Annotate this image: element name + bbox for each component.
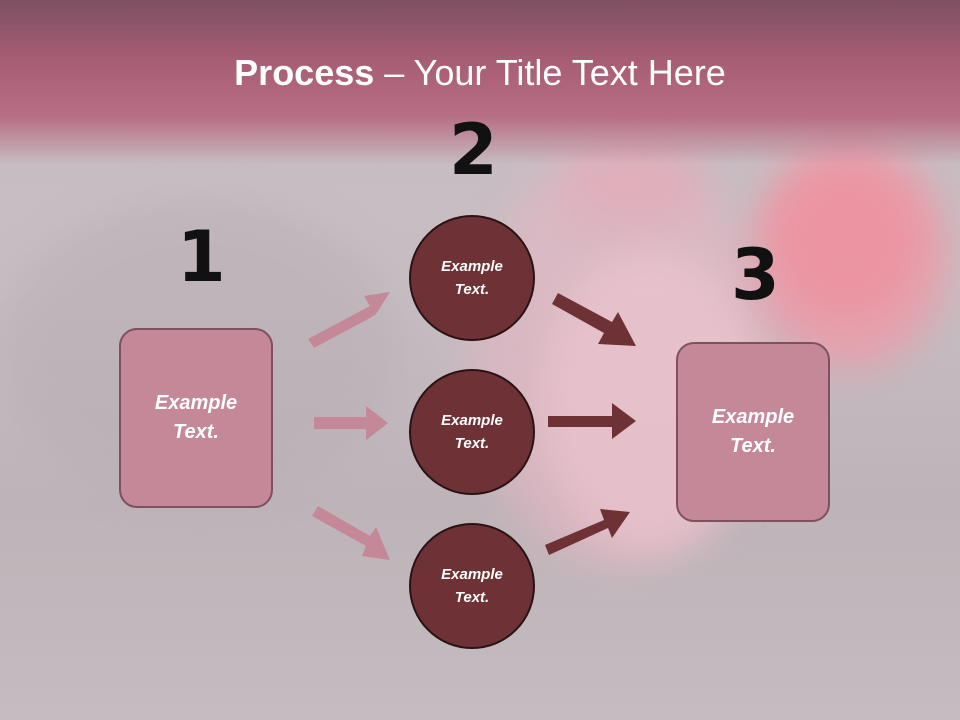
arrow-right-dark: [548, 403, 636, 439]
arrow-down-right-light: [312, 506, 390, 560]
title-bold: Process: [234, 52, 375, 93]
circle-bottom: Example Text.: [409, 523, 535, 649]
background-rose: [770, 160, 920, 320]
step-number-2: 2: [449, 109, 498, 191]
arrow-right-light: [314, 406, 388, 440]
arrow-up-right-dark: [545, 509, 630, 555]
title-rest: – Your Title Text Here: [374, 52, 726, 93]
circle-top: Example Text.: [409, 215, 535, 341]
right-box-text: Example Text.: [711, 406, 795, 457]
circle-text: Example Text.: [441, 566, 503, 606]
step-number-1: 1: [177, 216, 226, 298]
right-step-box: Example Text.: [676, 342, 830, 522]
circle-middle: Example Text.: [409, 369, 535, 495]
light-arrows: [308, 292, 390, 560]
slide-title: Process – Your Title Text Here: [0, 52, 960, 94]
left-step-box: Example Text.: [119, 328, 273, 508]
step-number-3: 3: [731, 234, 780, 316]
dark-arrows: [545, 293, 636, 555]
circle-text: Example Text.: [441, 258, 503, 298]
left-box-text: Example Text.: [154, 392, 238, 443]
arrow-up-right-light: [308, 292, 390, 348]
circle-text: Example Text.: [441, 412, 503, 452]
title-banner: [0, 0, 960, 165]
arrow-down-right-dark: [552, 293, 636, 346]
